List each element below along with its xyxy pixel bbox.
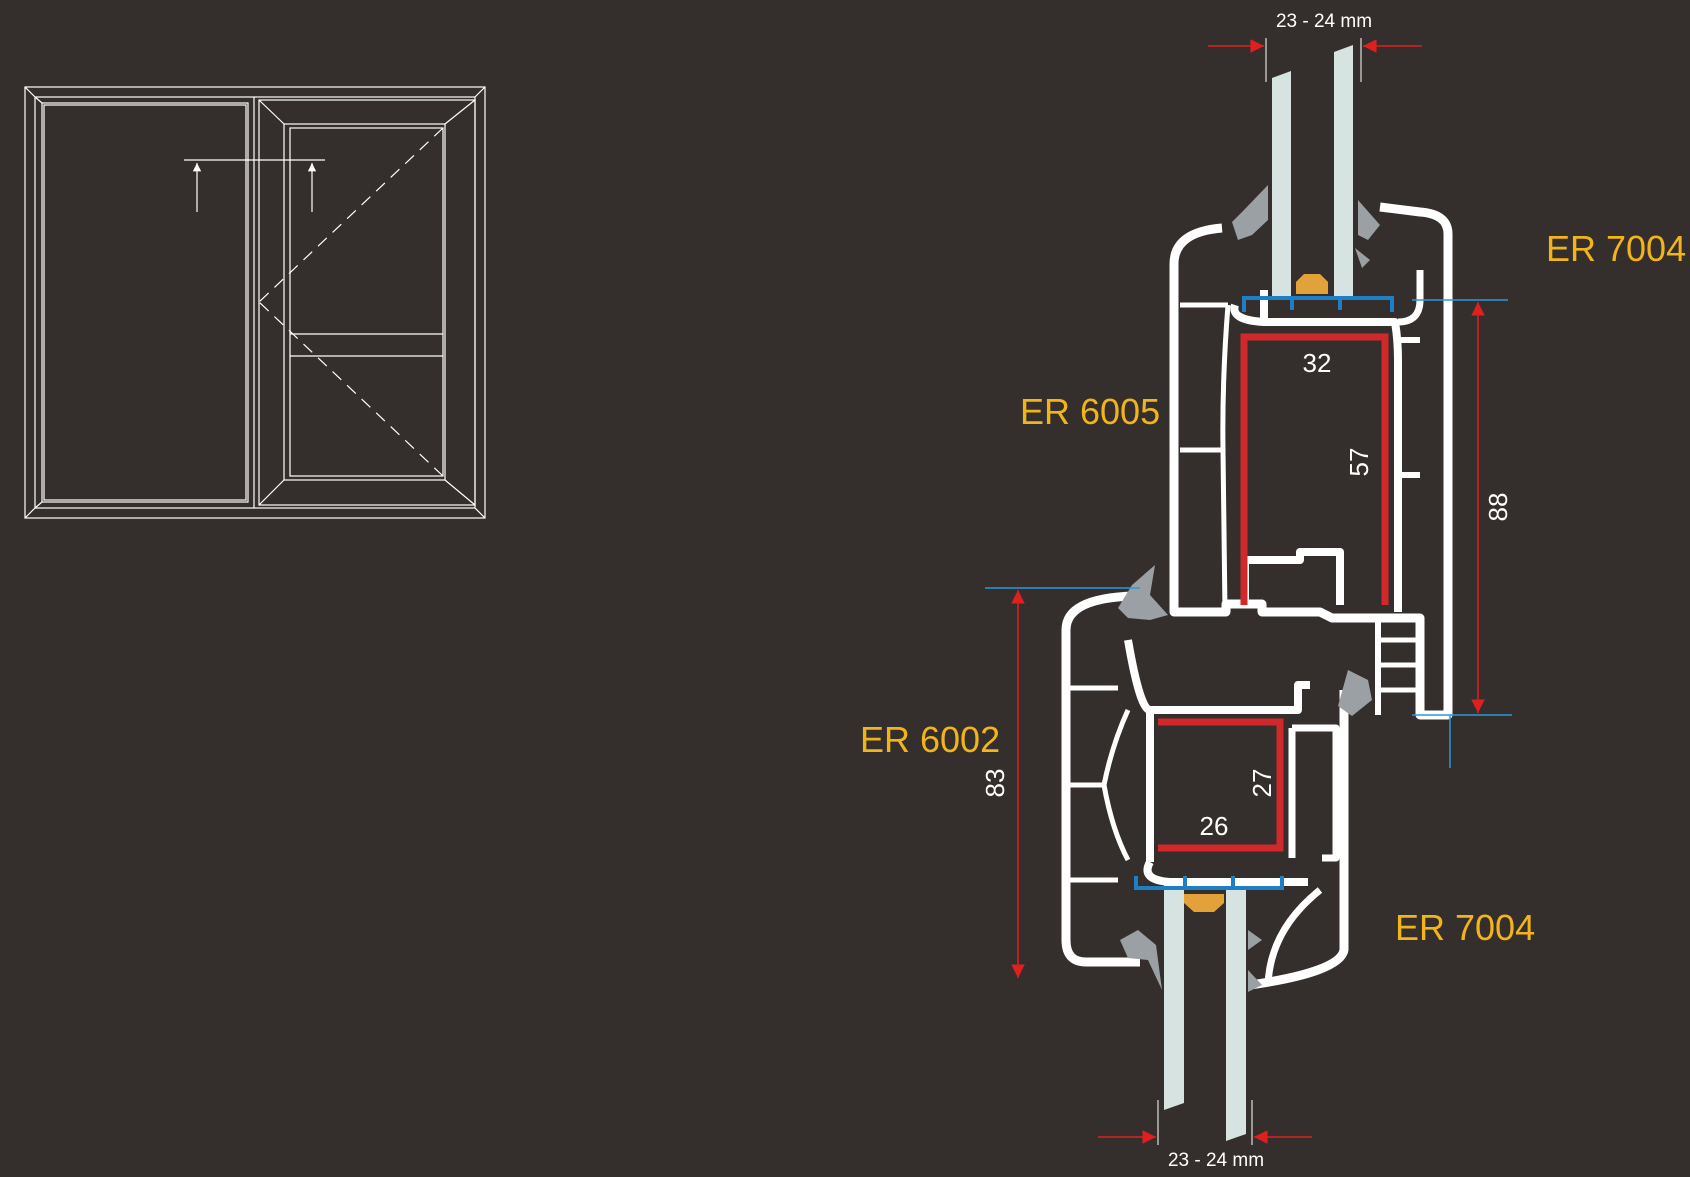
bottom-glazing-label: 23 - 24 mm [1168,1150,1264,1171]
label-bottom-right-er7004: ER 7004 [1395,907,1535,948]
top-glazing-label: 23 - 24 mm [1276,11,1372,32]
sash-height-dimension [1412,300,1512,768]
sash-height-value: 88 [1483,493,1513,522]
frame-reinforcement-width: 26 [1200,811,1229,841]
window-elevation [25,87,485,518]
frame-height-value: 83 [980,769,1010,798]
label-top-right-er7004: ER 7004 [1546,228,1686,269]
bottom-glazing-dimension [1098,1100,1312,1145]
outer-frame [25,87,485,518]
top-glass [1272,45,1353,300]
sash-reinforcement-width: 32 [1303,348,1332,378]
label-sash-er6005: ER 6005 [1020,391,1160,432]
label-frame-er6002: ER 6002 [860,719,1000,760]
sash-pane [259,100,475,505]
bottom-glass [1164,885,1246,1141]
frame-profile-er6002 [1066,596,1344,985]
top-glazing-dimension [1208,38,1422,82]
frame-reinforcement-height: 27 [1247,769,1277,798]
fixed-pane [35,97,248,508]
inner-frame [35,97,475,508]
sash-reinforcement-height: 57 [1344,448,1374,477]
